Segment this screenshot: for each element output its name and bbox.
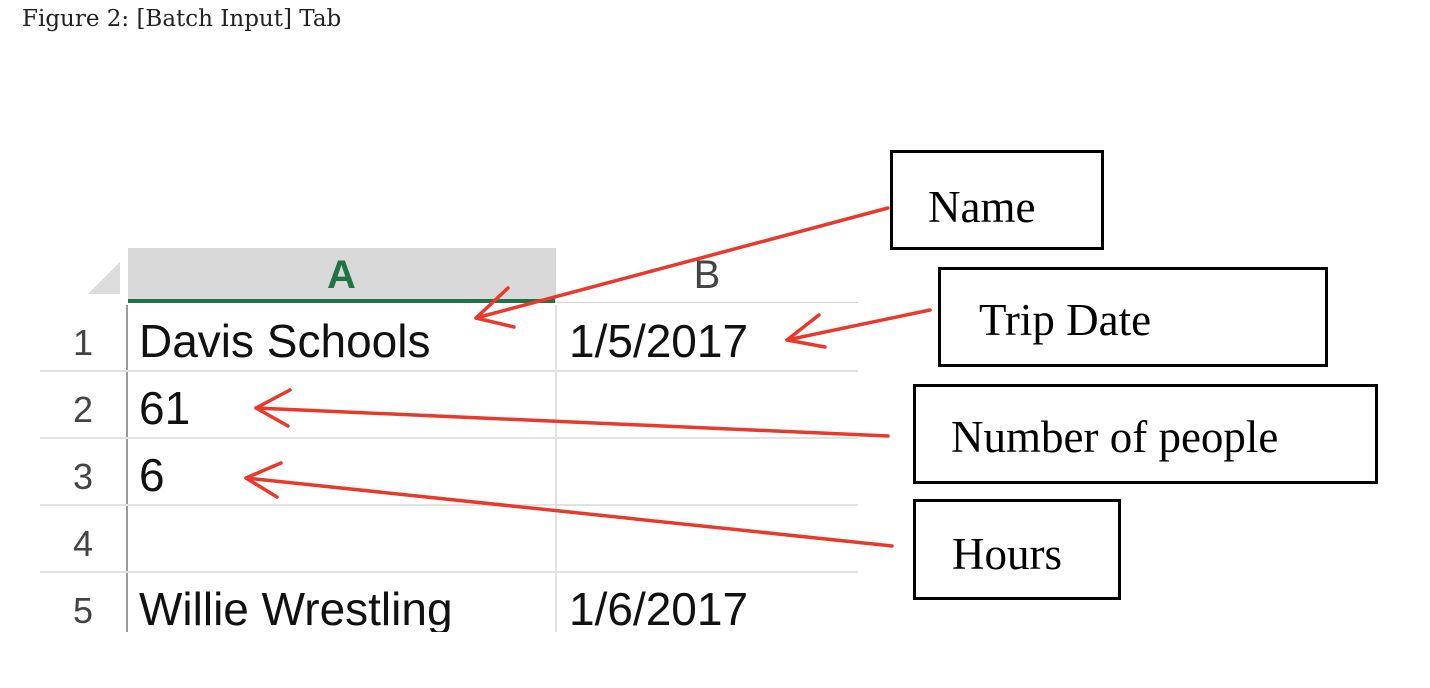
column-header-a[interactable]: A	[128, 248, 555, 303]
row-header-3[interactable]: 3	[40, 439, 128, 504]
cell-b1[interactable]: 1/5/2017	[555, 305, 858, 370]
row-header-1[interactable]: 1	[40, 305, 128, 370]
sheet-row-1: 1 Davis Schools 1/5/2017	[40, 305, 858, 372]
cell-b4[interactable]	[555, 506, 858, 571]
cell-a3[interactable]: 6	[139, 449, 165, 501]
row-header-5[interactable]: 5	[40, 573, 128, 632]
cell-b3[interactable]	[555, 439, 858, 504]
sheet-row-4: 4	[40, 506, 858, 573]
select-all-triangle-icon	[88, 262, 120, 294]
arrow-number-of-people	[254, 388, 890, 438]
arrow-hours	[244, 461, 894, 548]
arrow-name	[474, 206, 890, 329]
row-header-2[interactable]: 2	[40, 372, 128, 437]
cell-a1[interactable]: Davis Schools	[139, 315, 431, 367]
cell-b2[interactable]	[555, 372, 858, 437]
figure-caption: Figure 2: [Batch Input] Tab	[22, 6, 342, 32]
cell-b5[interactable]: 1/6/2017	[555, 573, 858, 632]
cell-a5[interactable]: Willie Wrestling	[139, 583, 453, 632]
label-number-of-people: Number of people	[913, 384, 1378, 484]
sheet-row-5: 5 Willie Wrestling 1/6/2017	[40, 573, 858, 632]
cell-a2[interactable]: 61	[139, 382, 191, 434]
sheet-row-3: 3 6	[40, 439, 858, 506]
label-hours: Hours	[913, 499, 1121, 600]
sheet-row-2: 2 61	[40, 372, 858, 439]
spreadsheet: A B 1 Davis Schools 1/5/2017 2 61 3 6 4 …	[40, 248, 858, 632]
arrow-trip-date	[785, 308, 932, 349]
row-header-4[interactable]: 4	[40, 506, 128, 571]
label-name: Name	[890, 150, 1104, 250]
select-all-corner[interactable]	[40, 248, 128, 305]
label-trip-date: Trip Date	[938, 267, 1328, 367]
